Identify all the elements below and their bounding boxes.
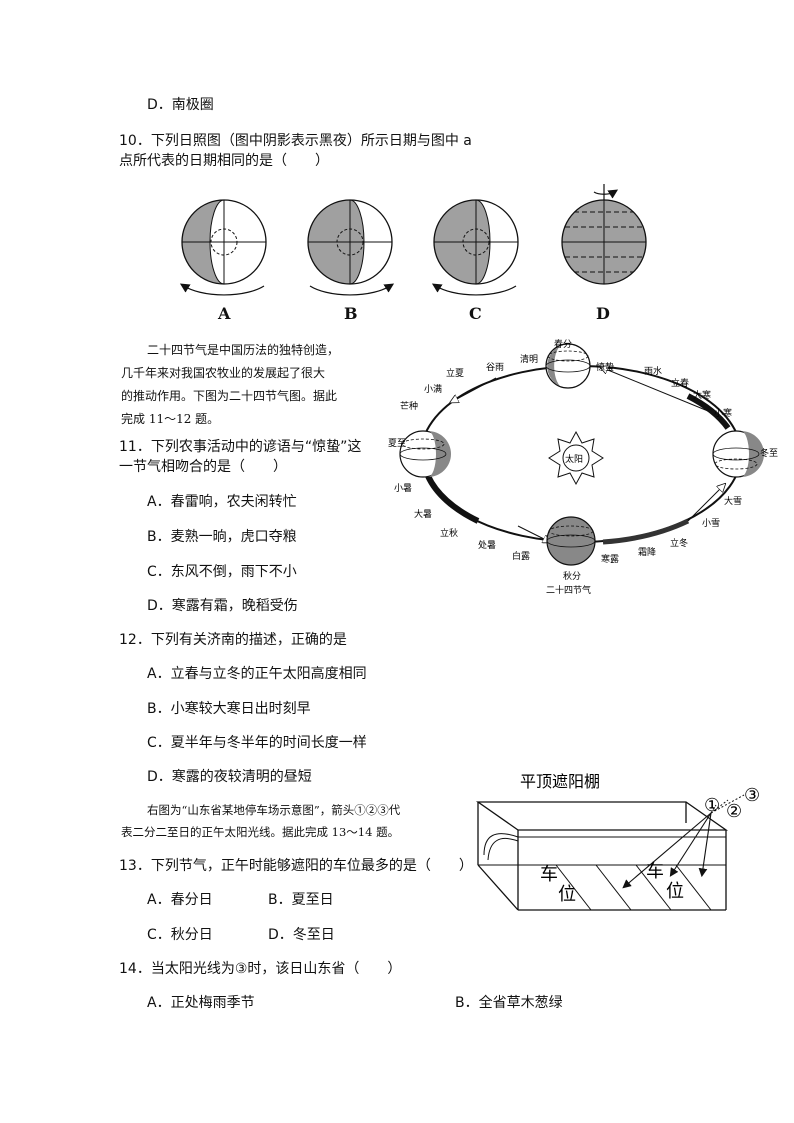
globe-d: [561, 184, 647, 285]
spot1-char2: 位: [558, 884, 576, 905]
parking-title: 平顶遮阳棚: [520, 772, 600, 791]
q11-option-b: B．麦熟一晌，虎口夺粮: [147, 529, 297, 545]
q11-option-a: A．春雷响，农夫闲转忙: [147, 494, 297, 510]
term-dongzhi: 冬至: [760, 447, 778, 459]
solar-terms-diagram: 春分 惊蛰 雨水 立春 大寒 小寒 冬至 大雪 小雪 立冬 霜降 寒露 秋分 二…: [388, 338, 778, 596]
sun-label: 太阳: [565, 453, 583, 465]
globe-a: [179, 199, 267, 296]
q13-option-b: B．夏至日: [268, 892, 334, 908]
q10-label-c: C: [469, 304, 482, 323]
q12-option-c: C．夏半年与冬半年的时间长度一样: [147, 735, 367, 751]
ray-1-label: ①: [704, 795, 720, 816]
q9-option-d: D．南极圈: [147, 97, 214, 113]
term-mangzhong: 芒种: [400, 400, 418, 412]
term-hanlu: 寒露: [601, 553, 619, 565]
ray-2-label: ②: [726, 801, 742, 822]
diagram-caption: 二十四节气: [546, 584, 591, 596]
q11-stem-line2: 一节气相吻合的是（ ）: [119, 459, 287, 475]
term-dahan: 大寒: [693, 389, 711, 401]
term-qiufen: 秋分: [563, 570, 581, 582]
term-xiaoxue: 小雪: [702, 518, 720, 529]
q10-label-b: B: [344, 304, 358, 323]
globe-c: [431, 199, 519, 296]
globe-summer-solstice: [399, 430, 451, 478]
term-xiaoman: 小满: [424, 384, 442, 395]
term-bailu: 白露: [512, 550, 530, 562]
q14-stem: 14．当太阳光线为③时，该日山东省（ ）: [119, 961, 402, 977]
term-guyu: 谷雨: [486, 362, 504, 373]
spot2-char1: 车: [646, 861, 664, 882]
globe-b: [307, 199, 395, 296]
parking-lot-diagram: 平顶遮阳棚 车 位 车 位 ① ② ③: [475, 772, 760, 911]
globe-spring-equinox: [545, 343, 591, 389]
spot2-char2: 位: [666, 881, 684, 902]
term-lixia: 立夏: [446, 367, 464, 379]
q12-option-b: B．小寒较大寒日出时刻早: [147, 701, 311, 717]
term-jingzhe: 惊蛰: [596, 361, 614, 373]
q10-illumination-figures: [179, 184, 647, 296]
q10-label-a: A: [218, 304, 231, 323]
globe-winter-solstice: [712, 430, 764, 478]
ray-3-label: ③: [744, 785, 760, 806]
term-xiaoshu: 小暑: [394, 483, 412, 494]
spot1-char1: 车: [540, 864, 558, 885]
term-lidong: 立冬: [670, 537, 688, 549]
parking-intro-line1: 右图为“山东省某地停车场示意图”，箭头①②③代: [147, 803, 401, 817]
term-lichun: 立春: [671, 377, 689, 389]
q10-stem-line1: 10．下列日照图（图中阴影表示黑夜）所示日期与图中 a: [119, 133, 472, 149]
q12-option-a: A．立春与立冬的正午太阳高度相同: [147, 666, 367, 682]
q12-option-d: D．寒露的夜较清明的昼短: [147, 769, 312, 785]
solar-terms-intro: 二十四节气是中国历法的独特创造， 几千年来对我国农牧业的发展起了很大 的推动作用…: [121, 343, 340, 426]
q13-option-c: C．秋分日: [147, 927, 213, 943]
q13-option-d: D．冬至日: [268, 927, 335, 943]
term-daxue: 大雪: [724, 495, 742, 507]
term-shuangjiang: 霜降: [638, 546, 656, 558]
q11-option-c: C．东风不倒，雨下不小: [147, 564, 297, 580]
q13-option-a: A．春分日: [147, 892, 213, 908]
q11-stem-line1: 11．下列农事活动中的谚语与“惊蛰”这: [119, 439, 362, 455]
term-liqiu: 立秋: [440, 527, 458, 539]
term-dashu: 大暑: [414, 508, 432, 520]
term-xiaohan: 小寒: [714, 407, 732, 419]
term-qingming: 清明: [520, 353, 538, 365]
term-yushui: 雨水: [644, 365, 662, 377]
term-xiazhi: 夏至: [388, 438, 406, 449]
q12-stem: 12．下列有关济南的描述，正确的是: [119, 632, 347, 648]
globe-autumn-equinox: [546, 516, 596, 566]
q10-label-d: D: [596, 304, 610, 323]
parking-intro-line2: 表二分二至日的正午太阳光线。据此完成 13～14 题。: [121, 825, 400, 839]
q14-option-a: A．正处梅雨季节: [147, 995, 255, 1011]
sun-icon: [548, 430, 604, 486]
term-chushu: 处暑: [478, 539, 496, 551]
q14-option-b: B．全省草木葱绿: [455, 995, 563, 1011]
q13-stem: 13．下列节气，正午时能够遮阳的车位最多的是（ ）: [119, 858, 473, 874]
q10-stem-line2: 点所代表的日期相同的是（ ）: [119, 153, 329, 169]
term-chunfen: 春分: [554, 338, 572, 350]
q11-option-d: D．寒露有霜，晚稻受伤: [147, 598, 298, 614]
